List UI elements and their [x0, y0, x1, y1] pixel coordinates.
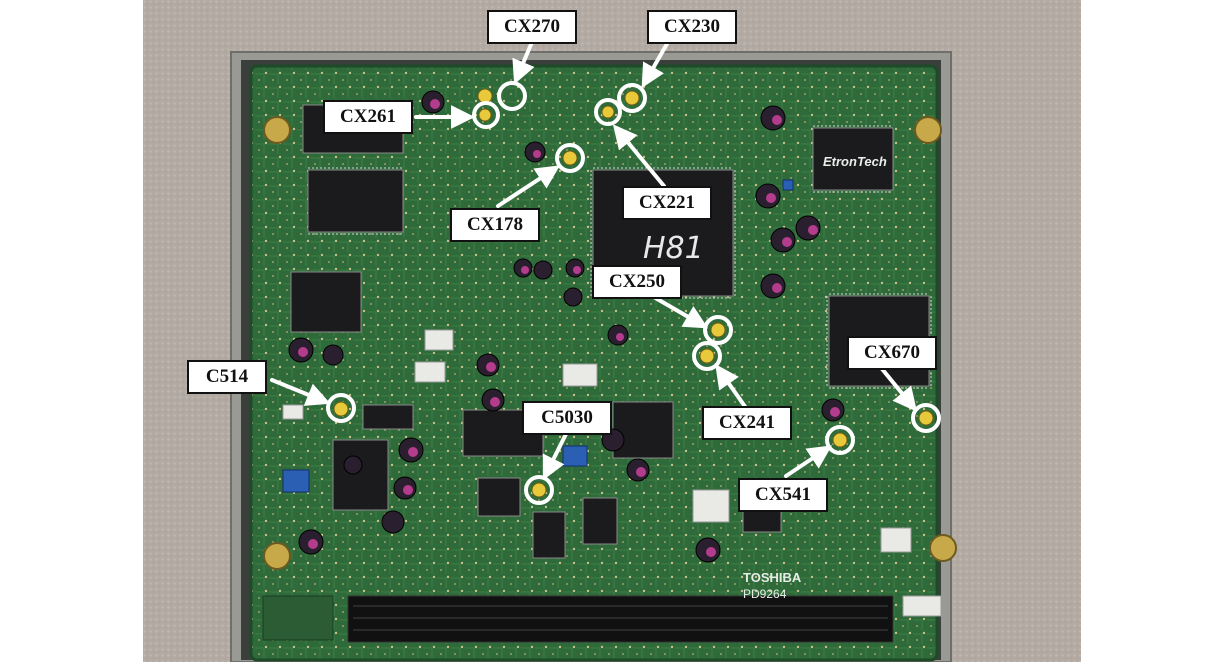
callout-cx270: CX270	[487, 10, 577, 44]
chip-brand-text: EtronTech	[823, 154, 887, 169]
callout-cx178: CX178	[450, 208, 540, 242]
callout-cx670: CX670	[847, 336, 937, 370]
callout-cx261: CX261	[323, 100, 413, 134]
maker-text: TOSHIBA	[743, 570, 802, 585]
callout-cx541: CX541	[738, 478, 828, 512]
part-number-text: PD9264	[743, 587, 787, 601]
board-illustration: H81 EtronTech TOSHIBA PD9264	[143, 0, 1081, 662]
handwritten-mark: H81	[643, 231, 704, 266]
callout-cx250: CX250	[592, 265, 682, 299]
callout-cx230: CX230	[647, 10, 737, 44]
callout-cx221: CX221	[622, 186, 712, 220]
circuit-board-photo: H81 EtronTech TOSHIBA PD9264	[143, 0, 1081, 662]
callout-c5030: C5030	[522, 401, 612, 435]
callout-cx241: CX241	[702, 406, 792, 440]
callout-c514: C514	[187, 360, 267, 394]
capacitors	[288, 90, 845, 563]
